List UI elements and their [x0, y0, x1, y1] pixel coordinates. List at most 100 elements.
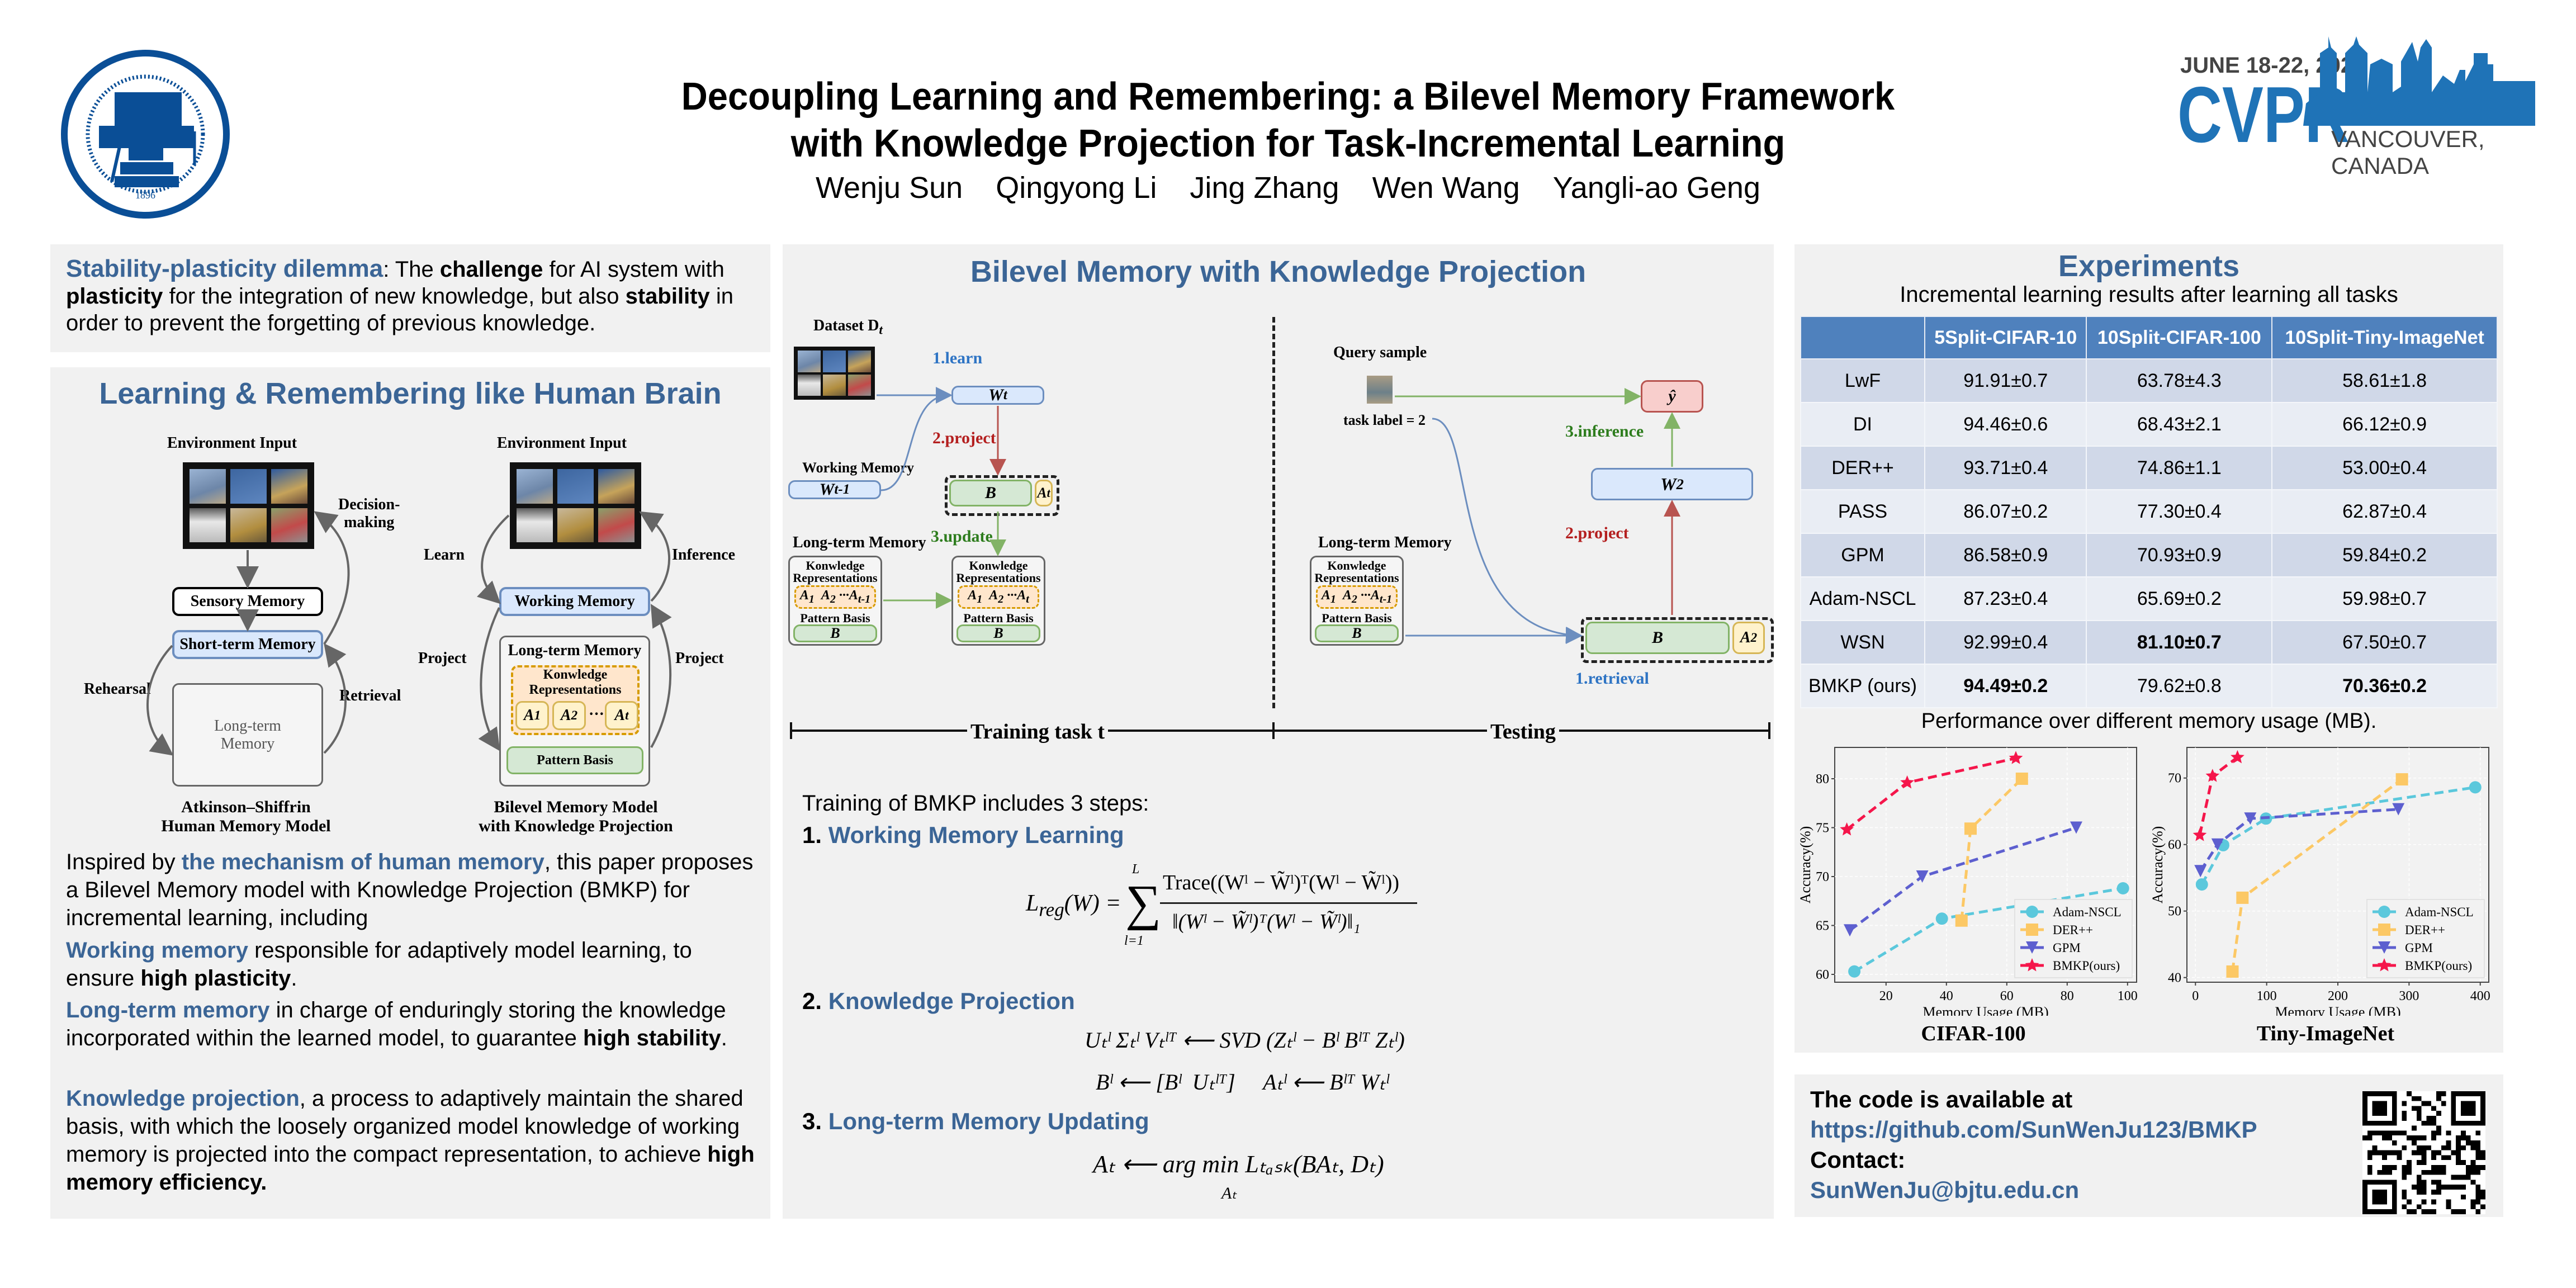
series-line [2200, 785, 2476, 886]
qr-module [2416, 1190, 2422, 1195]
qr-module [2475, 1155, 2481, 1161]
qr-module [2461, 1209, 2466, 1214]
qr-module [2431, 1180, 2436, 1185]
qr-module [2402, 1194, 2407, 1200]
qr-module [2431, 1135, 2436, 1140]
data-point-star [2193, 828, 2207, 841]
svg-text:1896: 1896 [135, 190, 155, 201]
qr-module [2412, 1150, 2417, 1156]
method-cell: PASS [1800, 489, 1925, 534]
series-gpm [2194, 803, 2405, 878]
qr-module [2431, 1120, 2436, 1126]
legend-label: GPM [2405, 941, 2433, 955]
value-cell: 68.43±2.1 [2086, 402, 2273, 447]
poster-title: Decoupling Learning and Remembering: a B… [90, 73, 2485, 167]
long-term-memory-paragraph: Long-term memory in charge of enduringly… [66, 998, 727, 1050]
method-cell: WSN [1800, 620, 1925, 665]
training-label: Training task t [967, 719, 1109, 744]
qr-module [2402, 1130, 2407, 1136]
inference-step-label: 3.inference [1565, 422, 1644, 441]
qr-module [2421, 1101, 2427, 1106]
qr-module [2382, 1135, 2387, 1140]
value-cell: 94.46±0.6 [1924, 402, 2087, 447]
email-link[interactable]: SunWenJu@bjtu.edu.cn [1810, 1177, 2080, 1203]
value-cell: 65.69±0.2 [2086, 576, 2273, 621]
step-3: 3. Long-term Memory Updating [802, 1108, 1149, 1134]
qr-module [2446, 1155, 2451, 1161]
data-point-triangle [2211, 838, 2224, 851]
data-point-triangle [1916, 870, 1929, 883]
data-point-star [2231, 750, 2244, 764]
knowledge-representations-box: A1 A2 ···At-1 [794, 585, 876, 609]
qr-module [2446, 1140, 2451, 1145]
qr-module [2480, 1150, 2485, 1156]
value-cell: 81.10±0.7 [2086, 620, 2273, 665]
qr-module [2461, 1185, 2466, 1190]
qr-module [2421, 1190, 2427, 1195]
qr-module [2475, 1190, 2481, 1195]
train-test-divider [1272, 317, 1275, 708]
qr-module [2412, 1185, 2417, 1190]
series-bmkp-ours- [1840, 751, 2023, 836]
qr-module [2461, 1175, 2466, 1180]
method-cell: LwF [1800, 358, 1925, 403]
environment-images [183, 462, 314, 549]
equation-4: Aₜ ⟵ arg min Lₜₐₛₖ(BAₜ, Dₜ) [1093, 1150, 1384, 1178]
qr-module [2421, 1160, 2427, 1165]
equation-2: Uₜˡ Σₜˡ Vₜˡᵀ ⟵ SVD (Zₜˡ − Bˡ Bˡᵀ Zₜˡ) [1085, 1027, 1405, 1053]
value-cell: 86.07±0.2 [1924, 489, 2087, 534]
qr-module [2407, 1091, 2412, 1096]
qr-module [2441, 1185, 2446, 1190]
project-left-label: Project [418, 650, 467, 667]
qr-module [2367, 1155, 2373, 1161]
qr-module [2407, 1160, 2412, 1165]
brain-section-title: Learning & Remembering like Human Brain [99, 377, 722, 410]
qr-module [2475, 1209, 2481, 1214]
data-point-square [2236, 891, 2249, 904]
x-tick-label: 100 [2118, 989, 2138, 1003]
qr-module [2451, 1150, 2456, 1156]
data-point-triangle [2026, 941, 2038, 954]
qr-code-icon[interactable] [2362, 1091, 2485, 1214]
code-link[interactable]: https://github.com/SunWenJu123/BMKP [1810, 1116, 2257, 1143]
qr-module [2416, 1204, 2422, 1210]
qr-module [2475, 1185, 2481, 1190]
dilemma-panel: Stability-plasticity dilemma: The challe… [50, 244, 770, 352]
data-point-square [2015, 773, 2028, 785]
column-header [1800, 316, 1925, 359]
data-point-star [2025, 958, 2039, 972]
qr-module [2412, 1125, 2417, 1131]
method-panel: Bilevel Memory with Knowledge Projection… [783, 244, 1774, 1219]
poster-title-line-2: with Knowledge Projection for Task-Incre… [790, 121, 1786, 165]
qr-module [2372, 1130, 2378, 1136]
column-header: 10Split-Tiny-ImageNet [2271, 316, 2498, 359]
qr-module [2416, 1180, 2422, 1185]
basis-b: B [1315, 624, 1399, 642]
series-line [2199, 808, 2399, 872]
qr-module [2436, 1150, 2441, 1156]
table-caption: Incremental learning results after learn… [1900, 282, 2398, 307]
qr-module [2421, 1185, 2427, 1190]
qr-module [2416, 1096, 2422, 1101]
qr-module [2431, 1116, 2436, 1121]
inference-label: Inference [672, 546, 735, 564]
experiments-panel: Experiments Incremental learning results… [1794, 244, 2503, 1053]
vancouver-skyline-icon [2303, 36, 2535, 126]
qr-module [2367, 1150, 2373, 1156]
x-tick-label: 400 [2470, 989, 2490, 1003]
qr-module [2392, 1165, 2397, 1170]
method-cell: GPM [1800, 533, 1925, 577]
qr-module [2431, 1199, 2436, 1205]
decision-making-label: Decision-making [338, 496, 400, 531]
data-point-star [1840, 822, 1854, 836]
x-tick-label: 20 [1879, 989, 1893, 1003]
method-cell: DI [1800, 402, 1925, 447]
qr-module [2436, 1180, 2441, 1185]
data-point-circle [2195, 878, 2208, 891]
